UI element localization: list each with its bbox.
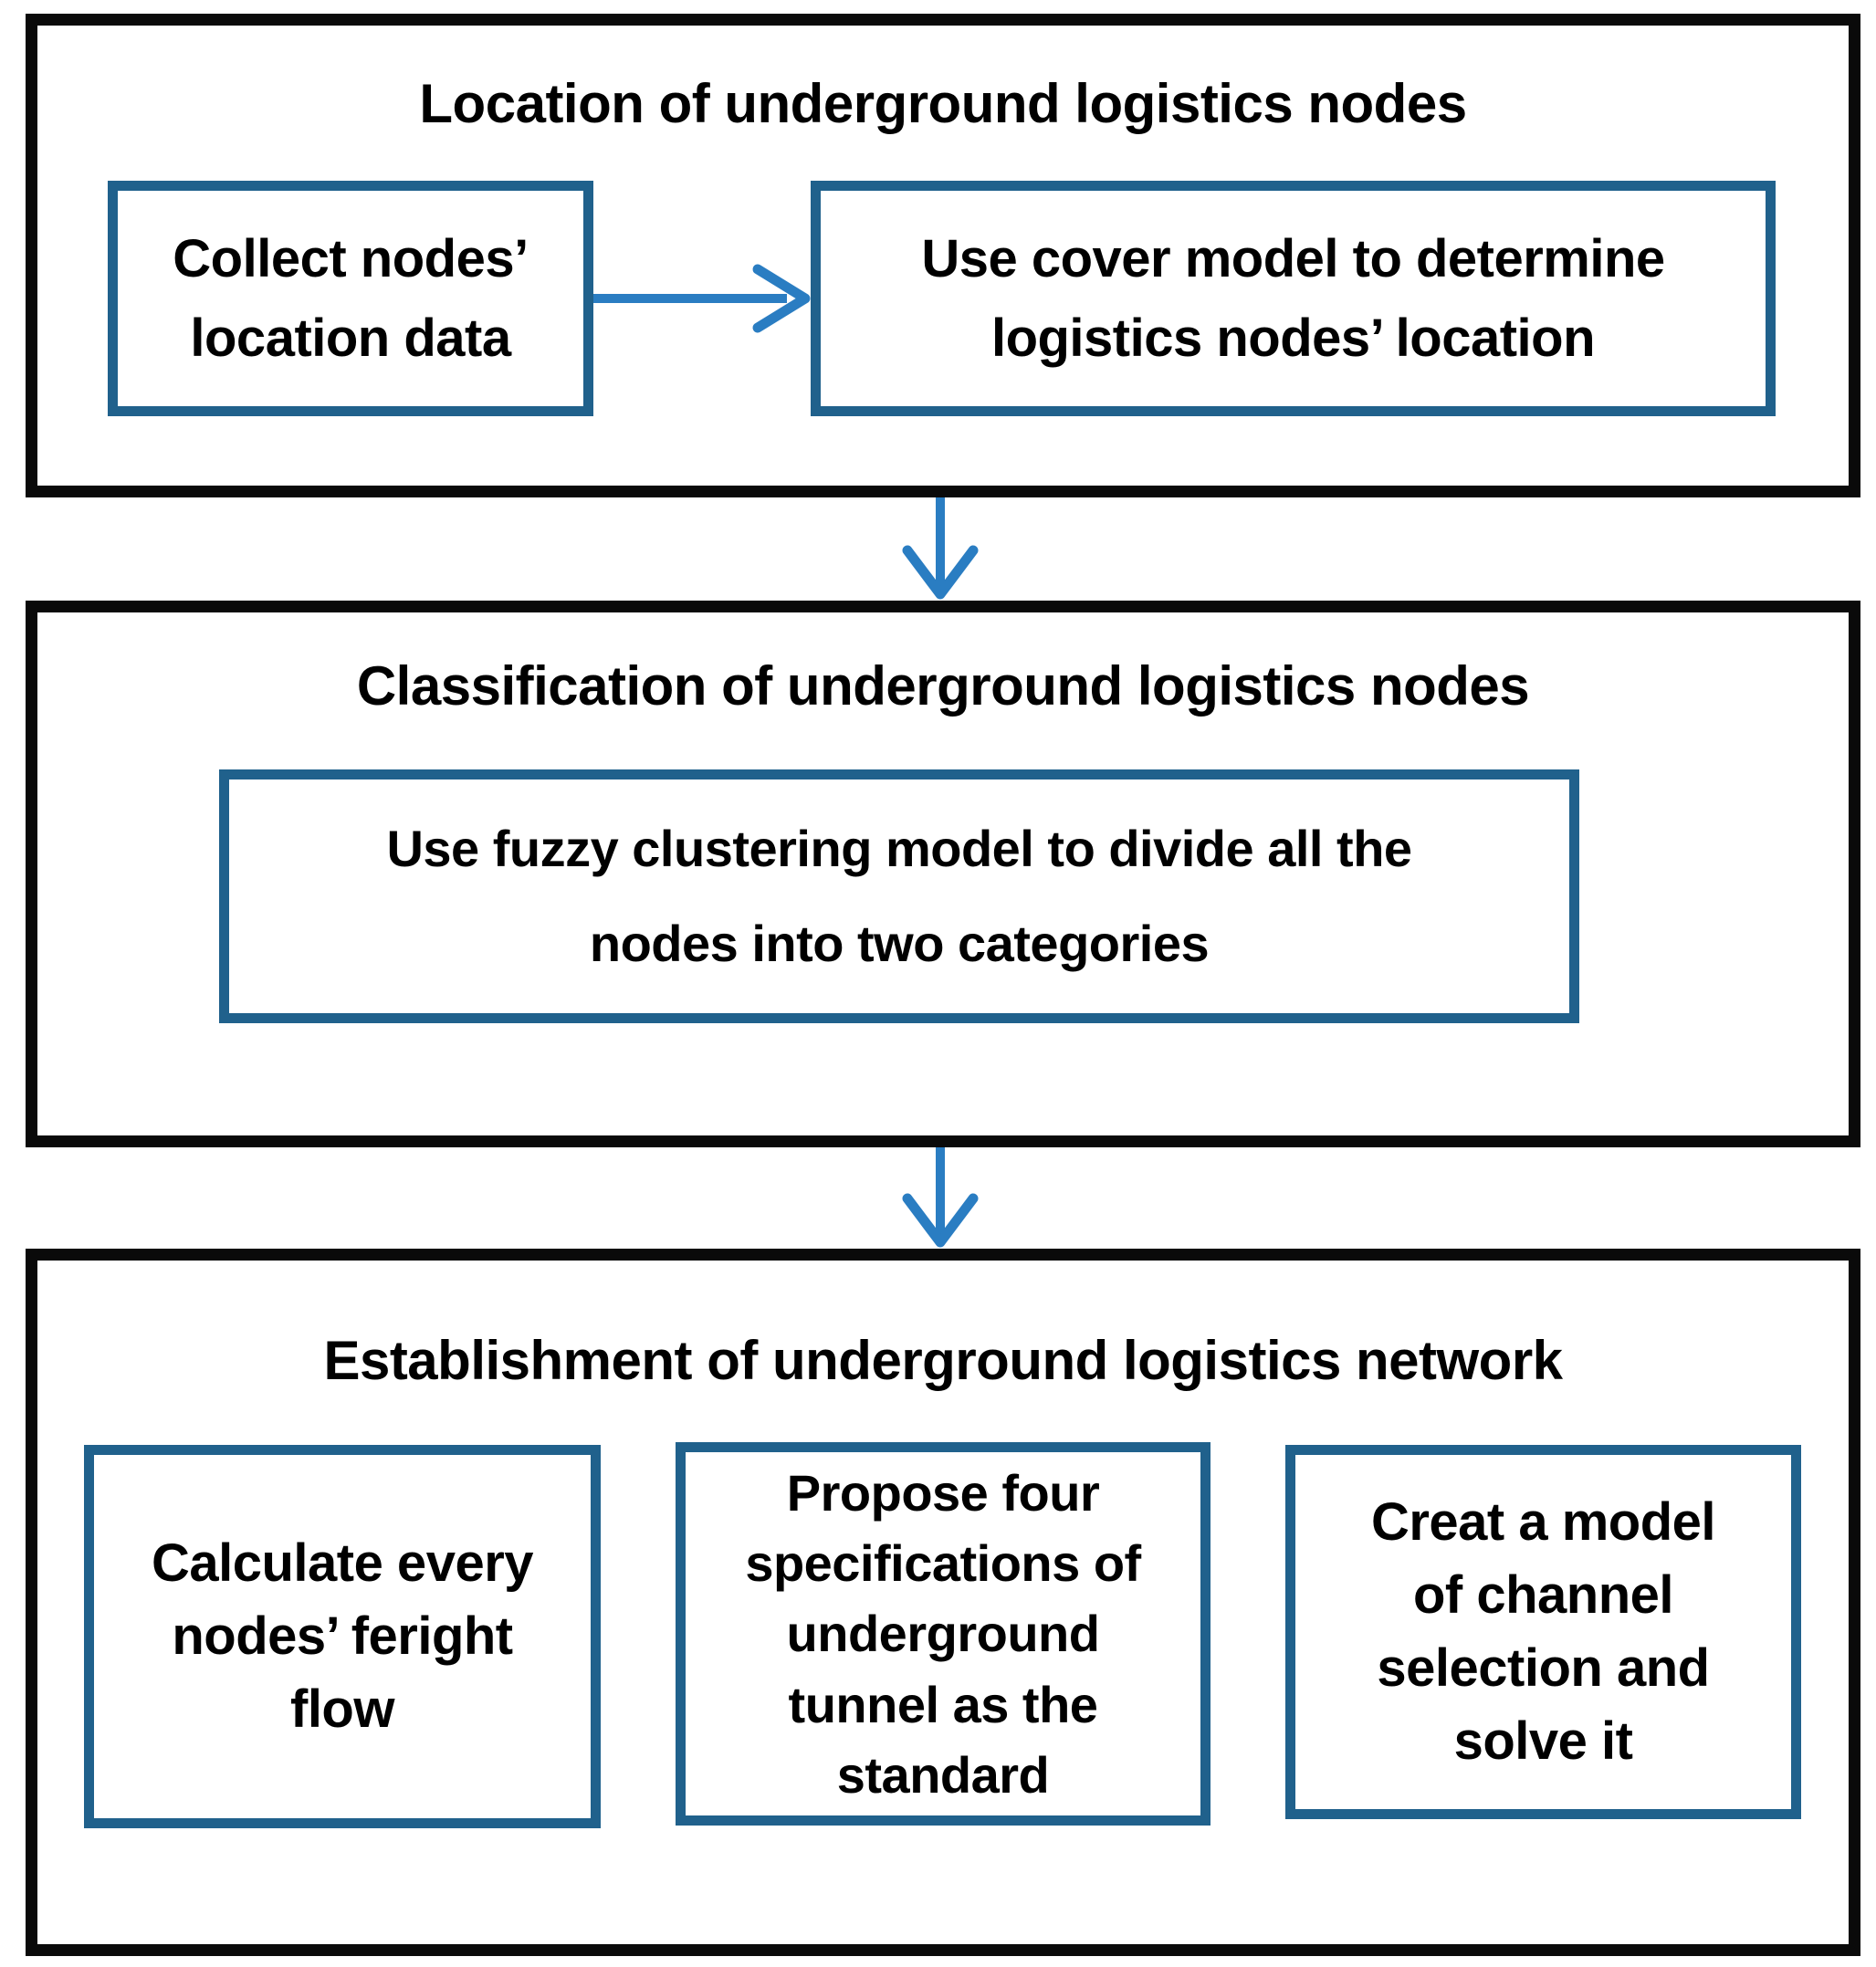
node-channel-selection: Creat a model of channel selection and s…	[1285, 1445, 1801, 1819]
arrow-down-icon	[902, 1147, 979, 1248]
arrow-right-icon	[593, 264, 811, 333]
arrow-down-icon	[902, 497, 979, 600]
section-establishment-title: Establishment of underground logistics n…	[323, 1330, 1563, 1391]
node-collect-location-data: Collect nodes’ location data	[108, 181, 593, 416]
section-classification-title: Classification of underground logistics …	[356, 655, 1530, 717]
node-cover-model: Use cover model to determine logistics n…	[811, 181, 1776, 416]
node-fuzzy-clustering: Use fuzzy clustering model to divide all…	[219, 769, 1579, 1023]
node-freight-flow: Calculate every nodes’ feright flow	[84, 1445, 601, 1828]
node-tunnel-specifications: Propose four specifications of undergrou…	[676, 1442, 1210, 1826]
section-location-title: Location of underground logistics nodes	[419, 73, 1467, 134]
